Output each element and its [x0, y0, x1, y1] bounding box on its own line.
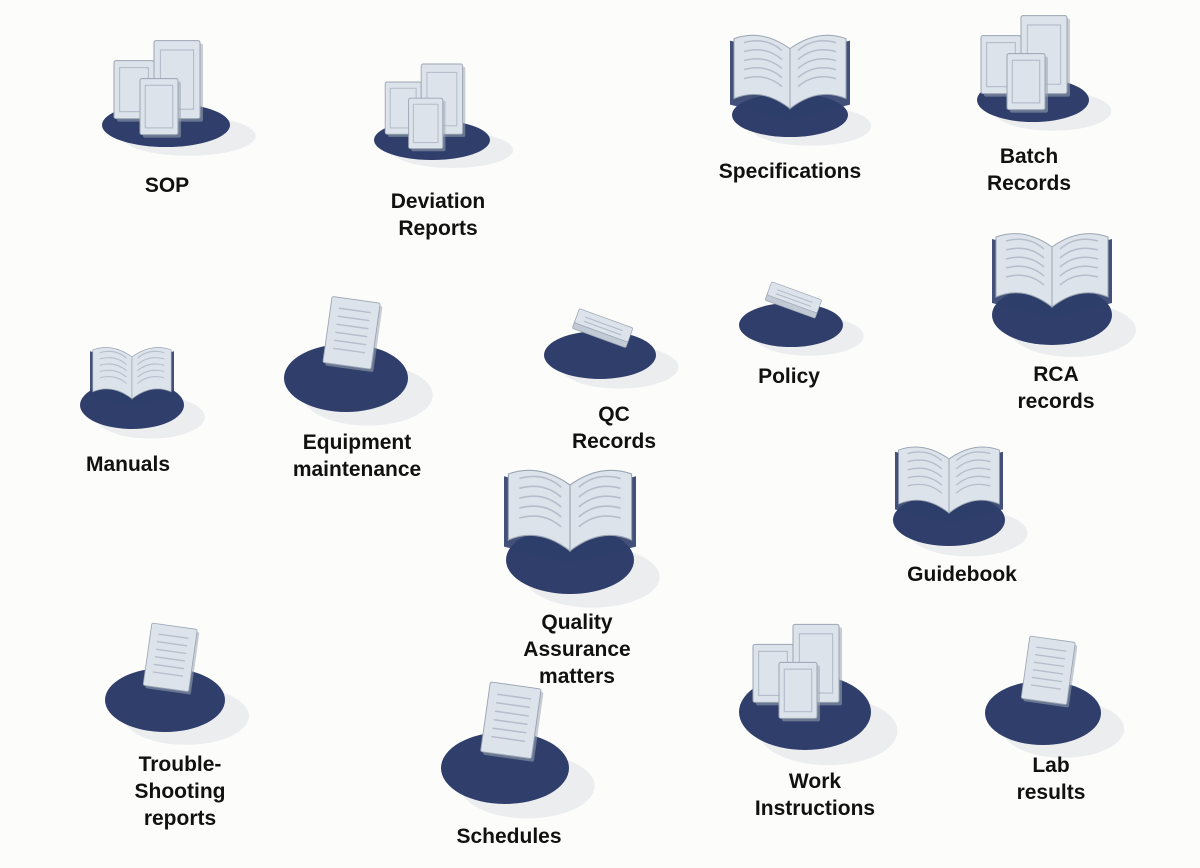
platform-disc [739, 303, 843, 347]
open-book-icon [730, 34, 872, 146]
category-label: SOP [144, 174, 190, 197]
closed-book-icon [739, 281, 864, 356]
platform-disc [544, 331, 656, 379]
open-book-icon [504, 469, 660, 608]
category-label: Trouble-Shooting reports [134, 753, 226, 830]
platform-disc [105, 668, 225, 732]
document-icon [105, 622, 249, 745]
open-book-icon [80, 347, 205, 439]
closed-book-icon [544, 308, 679, 389]
category-label: Specifications [718, 160, 862, 183]
category-label: Lab results [1016, 754, 1086, 804]
platform-disc [985, 681, 1101, 745]
document-icon [284, 296, 433, 426]
category-label: RCA records [1017, 363, 1095, 413]
stacked-documents-icon [374, 63, 514, 168]
open-book-icon [893, 446, 1028, 557]
platform-disc [441, 732, 569, 804]
category-label: Quality Assurance matters [523, 611, 631, 688]
document-icon [441, 681, 595, 819]
document-icon [985, 635, 1125, 758]
category-label: Manuals [85, 453, 171, 476]
category-label: Guidebook [907, 563, 1017, 586]
category-label: Policy [758, 365, 820, 388]
category-label: Batch Records [986, 145, 1072, 195]
stacked-documents-icon [102, 40, 256, 156]
stacked-documents-icon [739, 623, 898, 766]
category-label: QC Records [571, 403, 657, 453]
category-label: Work Instructions [754, 770, 876, 820]
category-label: Deviation Reports [390, 190, 486, 240]
category-label: Schedules [456, 825, 562, 848]
category-label: Equipment maintenance [292, 431, 422, 481]
platform-disc [284, 344, 408, 412]
stacked-documents-icon [977, 15, 1112, 131]
open-book-icon [992, 233, 1136, 357]
